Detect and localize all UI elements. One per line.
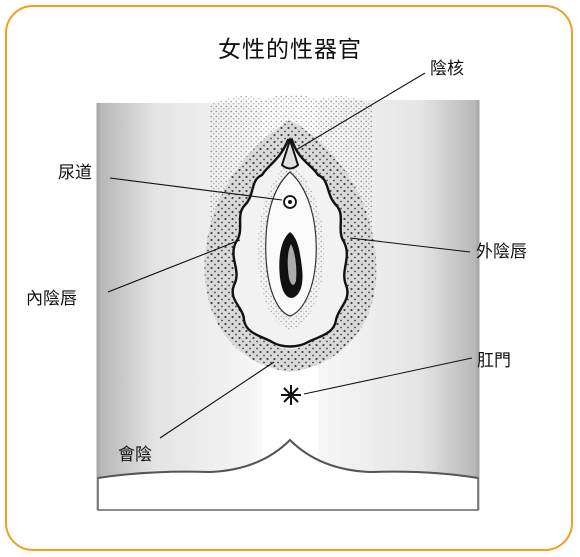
label-urethra: 尿道 — [58, 158, 92, 183]
urethra-opening — [284, 196, 296, 208]
label-clitoris: 陰核 — [430, 54, 464, 79]
label-labia-majora: 外陰唇 — [476, 237, 527, 262]
anus-mark — [281, 385, 301, 405]
label-perineum: 會陰 — [118, 440, 152, 465]
label-labia-minora: 內陰唇 — [26, 284, 77, 309]
label-anus: 肛門 — [477, 346, 511, 371]
